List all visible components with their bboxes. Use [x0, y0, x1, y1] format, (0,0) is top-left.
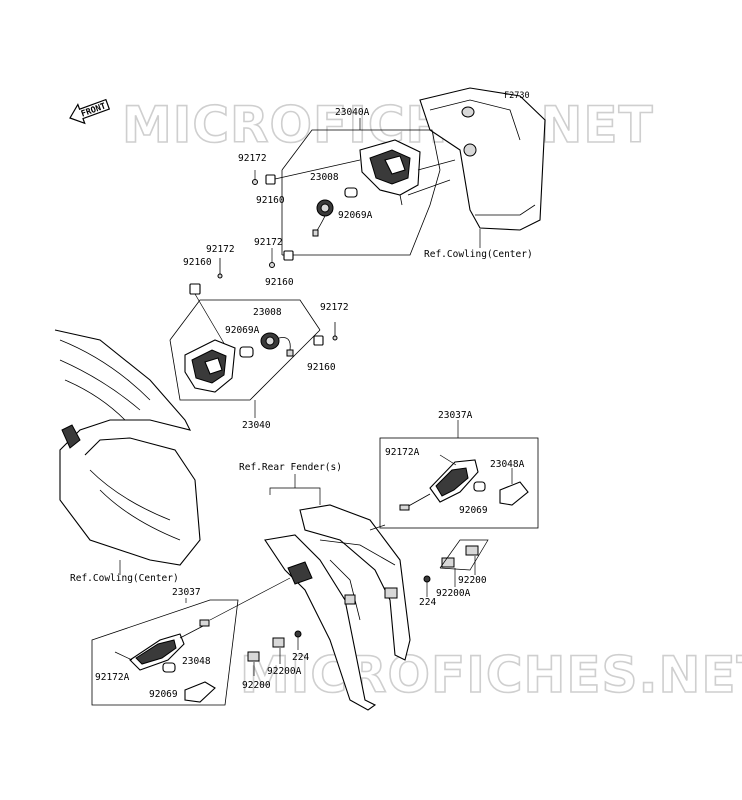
label-92172A-left: 92172A [95, 672, 130, 683]
bulb-92069-left [162, 662, 176, 673]
label-92069A-middle: 92069A [225, 325, 260, 336]
screw-92172-d [332, 322, 338, 341]
label-ref-cowling-center-upper: Ref.Cowling(Center) [424, 249, 533, 260]
turn-signal-housing-middle [184, 339, 236, 393]
turn-signal-left [129, 619, 210, 671]
label-92172-d: 92172 [320, 302, 349, 313]
bulb-socket-upper [312, 199, 334, 237]
screw-92172-c [217, 258, 223, 279]
label-23008-middle: 23008 [253, 307, 282, 318]
assembly-box-23040A [281, 118, 441, 256]
label-92160-c: 92160 [183, 257, 212, 268]
figure-code: F2730 [504, 91, 530, 101]
front-arrow-label: FRONT [80, 101, 107, 119]
lens-23048 [184, 681, 216, 703]
assembly-box-23040 [169, 299, 321, 418]
bulb-socket-middle [260, 332, 294, 357]
front-arrow-icon: FRONT [69, 98, 111, 125]
label-92172-b: 92172 [254, 237, 283, 248]
nut-92160-c [189, 283, 226, 346]
washer-92200A-right [441, 557, 455, 568]
nut-92160-b [283, 250, 294, 261]
turn-signal-housing-upper [359, 139, 421, 206]
label-92172-c: 92172 [206, 244, 235, 255]
screw-224-right [423, 575, 431, 583]
label-92160-b: 92160 [265, 277, 294, 288]
label-92069-left: 92069 [149, 689, 178, 700]
screw-92172-a [252, 170, 258, 185]
nut-92160-a [265, 159, 361, 185]
screw-92172-b [269, 248, 275, 268]
cowling-center-left [54, 329, 201, 566]
label-23008-upper: 23008 [310, 172, 339, 183]
assembly-box-23037 [91, 598, 239, 706]
label-92200-lower: 92200 [242, 680, 271, 691]
label-92200-right: 92200 [458, 575, 487, 586]
washer-92200-right [465, 545, 479, 556]
label-23037A: 23037A [438, 410, 473, 421]
lens-23048A [499, 481, 529, 506]
label-92069A-upper: 92069A [338, 210, 373, 221]
screw-224-lower [294, 630, 302, 638]
label-224-right: 224 [419, 597, 436, 608]
label-23048: 23048 [182, 656, 211, 667]
label-92160-d: 92160 [307, 362, 336, 373]
label-92160-a: 92160 [256, 195, 285, 206]
bulb-middle [239, 346, 254, 358]
label-92172A-right: 92172A [385, 447, 420, 458]
rear-fender-bracket [264, 504, 411, 711]
cowling-center-upper [419, 87, 546, 248]
assembly-box-23037A [379, 420, 539, 529]
label-ref-cowling-center-lower: Ref.Cowling(Center) [70, 573, 179, 584]
label-92172-a: 92172 [238, 153, 267, 164]
label-92069-right: 92069 [459, 505, 488, 516]
label-23040: 23040 [242, 420, 271, 431]
label-23037: 23037 [172, 587, 201, 598]
bulb-upper [344, 187, 358, 198]
label-92200A-lower: 92200A [267, 666, 302, 677]
washer-92200-lower [247, 651, 260, 662]
washer-92200A-lower [272, 637, 285, 648]
label-224-lower: 224 [292, 652, 309, 663]
label-92200A-right: 92200A [436, 588, 471, 599]
label-23040A: 23040A [335, 107, 370, 118]
label-23048A: 23048A [490, 459, 525, 470]
turn-signal-right [399, 459, 479, 511]
watermark-bottom: MICROFICHES.NET [240, 646, 742, 704]
bulb-92069-right [473, 481, 486, 492]
label-ref-rear-fender: Ref.Rear Fender(s) [239, 462, 342, 473]
nut-92160-d [313, 335, 324, 346]
